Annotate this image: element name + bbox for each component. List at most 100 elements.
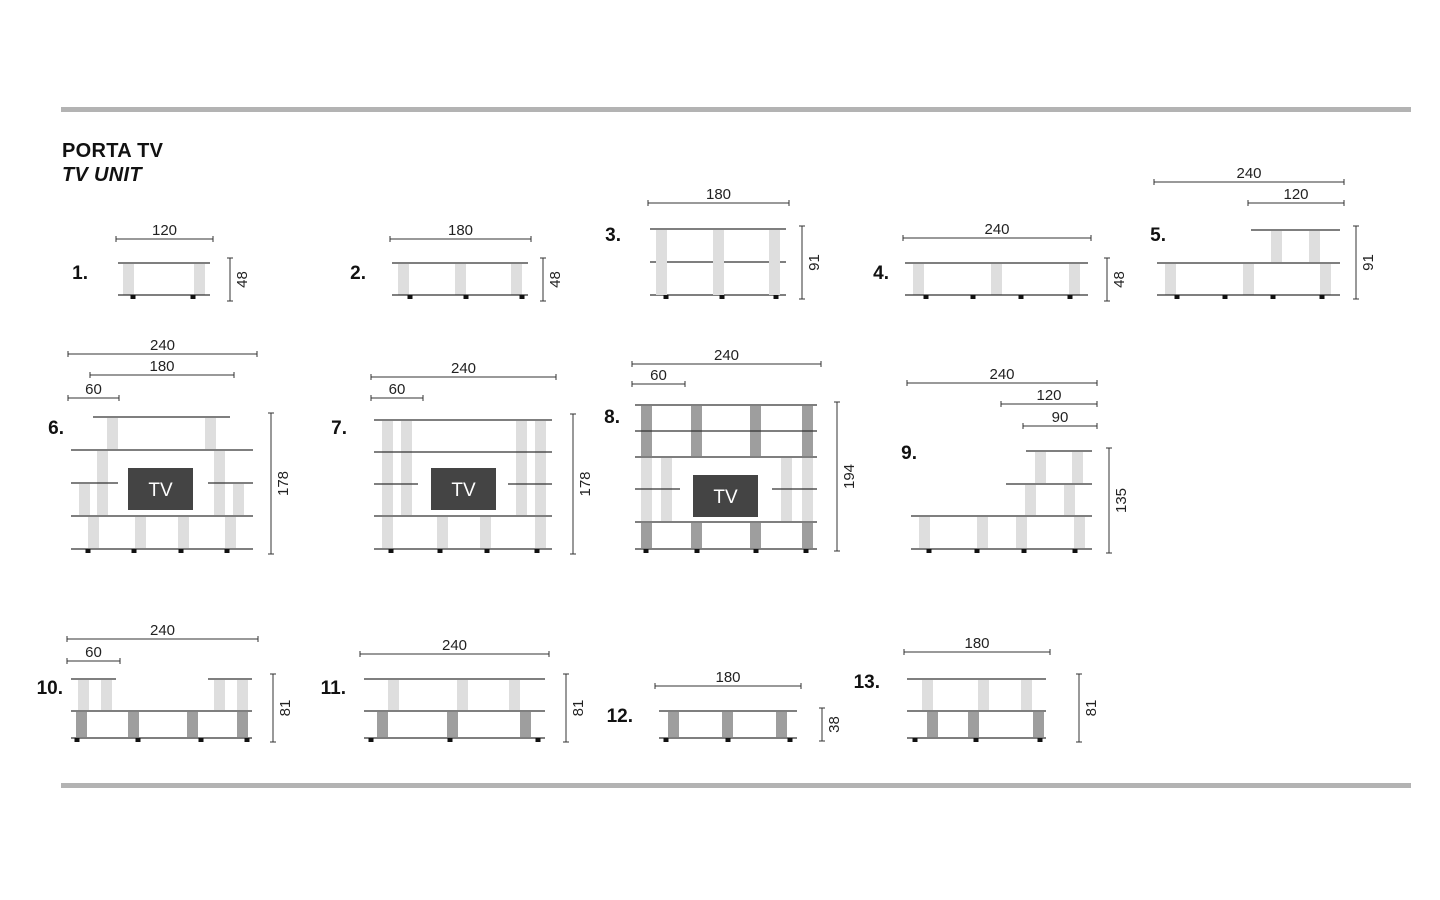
side-panel [1243, 264, 1254, 295]
tv-label: TV [148, 480, 173, 501]
side-panel [516, 421, 527, 515]
side-panel [88, 517, 99, 548]
height-dimension-label: 178 [275, 471, 292, 496]
configuration-number: 9. [901, 443, 917, 464]
foot [198, 738, 204, 742]
height-dimension-label: 48 [547, 271, 564, 288]
foot [85, 549, 91, 553]
height-dimension-label: 38 [826, 716, 843, 733]
height-dimension-label: 135 [1113, 488, 1130, 513]
dark-side-panel [750, 523, 761, 548]
tv-screen [431, 468, 496, 510]
dark-side-panel [722, 712, 733, 737]
side-panel [1016, 517, 1027, 548]
side-panel [1320, 264, 1331, 295]
dark-side-panel [187, 712, 198, 737]
height-dimension-label: 81 [570, 700, 587, 717]
foot [663, 738, 669, 742]
side-panel [1035, 452, 1046, 483]
foot [484, 549, 490, 553]
foot [74, 738, 80, 742]
side-panel [178, 517, 189, 548]
dark-side-panel [641, 523, 652, 548]
side-panel [194, 264, 205, 295]
side-panel [214, 680, 225, 710]
foot [974, 549, 980, 553]
width-dimension-label: 180 [448, 222, 473, 239]
width-dimension-label: 120 [1036, 387, 1061, 404]
foot [407, 295, 413, 299]
foot [926, 549, 932, 553]
side-panel [509, 680, 520, 710]
foot [753, 549, 759, 553]
foot [131, 549, 137, 553]
dark-side-panel [691, 523, 702, 548]
side-panel [922, 680, 933, 710]
side-panel [1165, 264, 1176, 295]
width-dimension-label: 240 [984, 221, 1009, 238]
foot [1072, 549, 1078, 553]
height-dimension-label: 48 [234, 271, 251, 288]
page-subtitle: TV UNIT [62, 164, 142, 186]
side-panel [769, 230, 780, 295]
configuration-number: 8. [604, 407, 620, 428]
width-dimension-label: 240 [1236, 165, 1261, 182]
side-panel [123, 264, 134, 295]
foot [923, 295, 929, 299]
side-panel [535, 517, 546, 548]
tv-screen [128, 468, 193, 510]
height-dimension-label: 91 [1360, 254, 1377, 271]
configuration-number: 6. [48, 418, 64, 439]
side-panel [913, 264, 924, 295]
side-panel [79, 484, 90, 515]
side-panel [225, 517, 236, 548]
dark-side-panel [128, 712, 139, 737]
foot [190, 295, 196, 299]
side-panel [382, 421, 393, 515]
width-dimension-label: 60 [389, 381, 406, 398]
foot [534, 549, 540, 553]
page-title: PORTA TV [62, 140, 164, 162]
side-panel [1064, 485, 1075, 515]
dark-side-panel [447, 712, 458, 737]
foot [1319, 295, 1325, 299]
foot [1174, 295, 1180, 299]
foot [463, 295, 469, 299]
width-dimension-label: 180 [706, 186, 731, 203]
dark-side-panel [377, 712, 388, 737]
foot [773, 295, 779, 299]
width-dimension-label: 240 [714, 347, 739, 364]
side-panel [713, 230, 724, 295]
side-panel [107, 418, 118, 449]
side-panel [101, 680, 112, 710]
side-panel [398, 264, 409, 295]
side-panel [135, 517, 146, 548]
width-dimension-label: 60 [85, 381, 102, 398]
tv-label: TV [451, 480, 476, 501]
configuration-number: 11. [321, 678, 346, 699]
foot [973, 738, 979, 742]
foot [643, 549, 649, 553]
width-dimension-label: 180 [715, 669, 740, 686]
foot [970, 295, 976, 299]
height-dimension-label: 194 [841, 464, 858, 489]
configuration-number: 10. [37, 678, 63, 699]
dark-side-panel [1033, 712, 1044, 737]
side-panel [237, 680, 248, 710]
side-panel [1309, 231, 1320, 262]
foot [1037, 738, 1043, 742]
width-dimension-label: 120 [1283, 186, 1308, 203]
foot [130, 295, 136, 299]
side-panel [388, 680, 399, 710]
foot [694, 549, 700, 553]
foot [368, 738, 374, 742]
width-dimension-label: 60 [85, 644, 102, 661]
